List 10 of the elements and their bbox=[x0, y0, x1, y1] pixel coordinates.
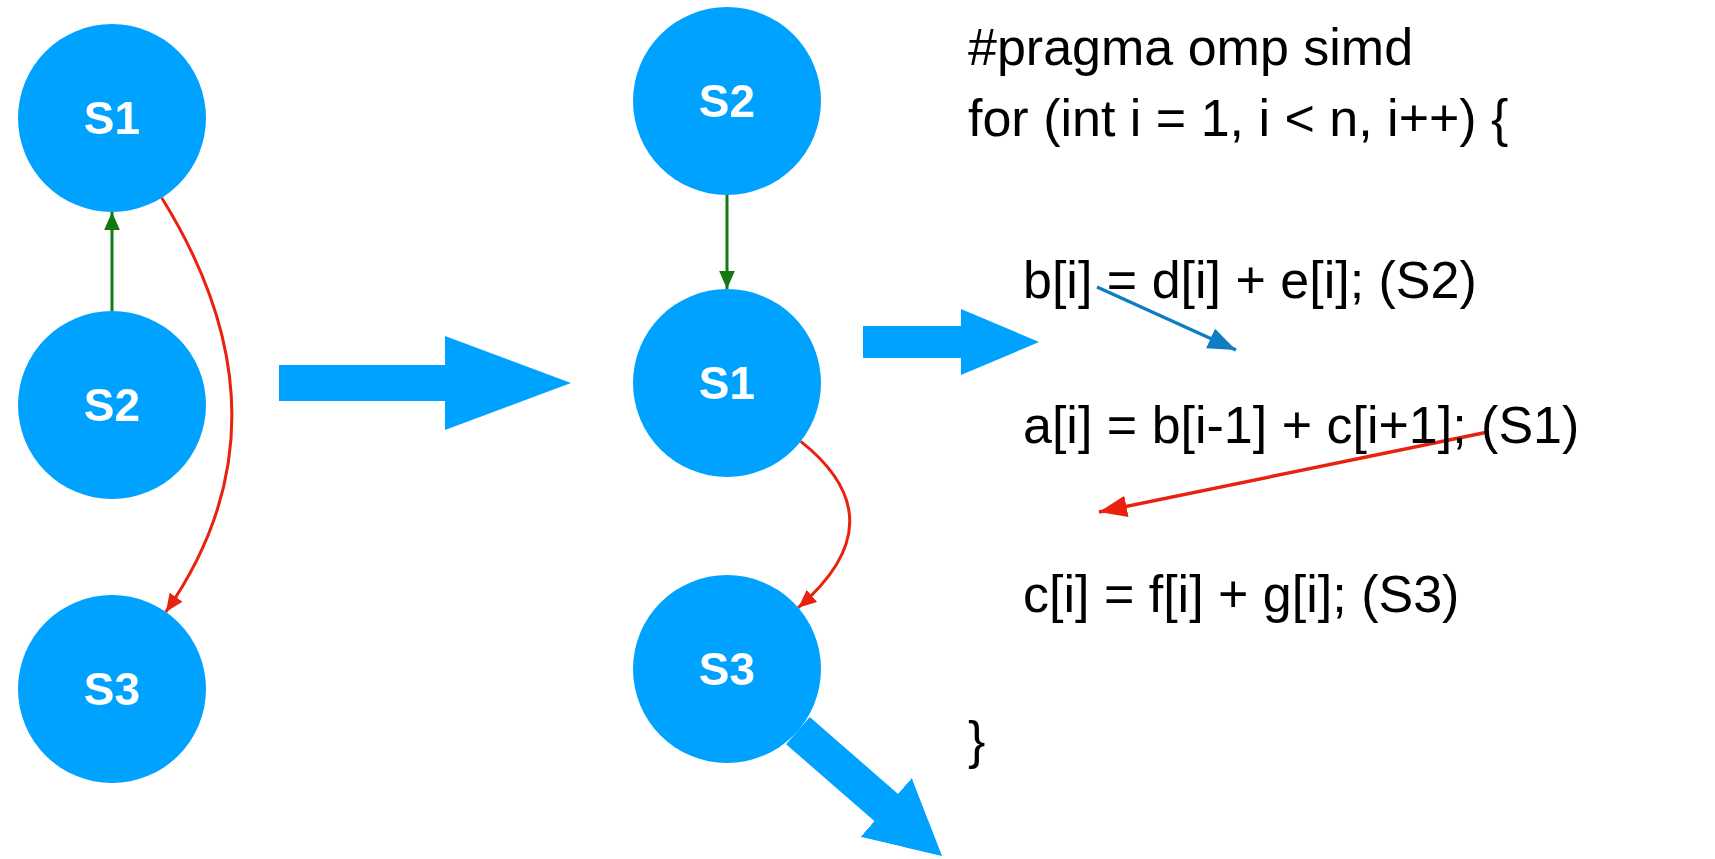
statement-circle: S3 bbox=[18, 595, 206, 783]
statement-circle: S1 bbox=[633, 289, 821, 477]
dependency-arrow bbox=[104, 212, 120, 311]
statement-circle: S2 bbox=[18, 311, 206, 499]
dependency-arrow bbox=[160, 197, 234, 613]
statement-circle: S2 bbox=[633, 7, 821, 195]
dependency-arrow bbox=[797, 440, 852, 609]
statement-circle: S1 bbox=[18, 24, 206, 212]
dependency-arrow bbox=[719, 195, 735, 289]
statement-circle: S3 bbox=[633, 575, 821, 763]
